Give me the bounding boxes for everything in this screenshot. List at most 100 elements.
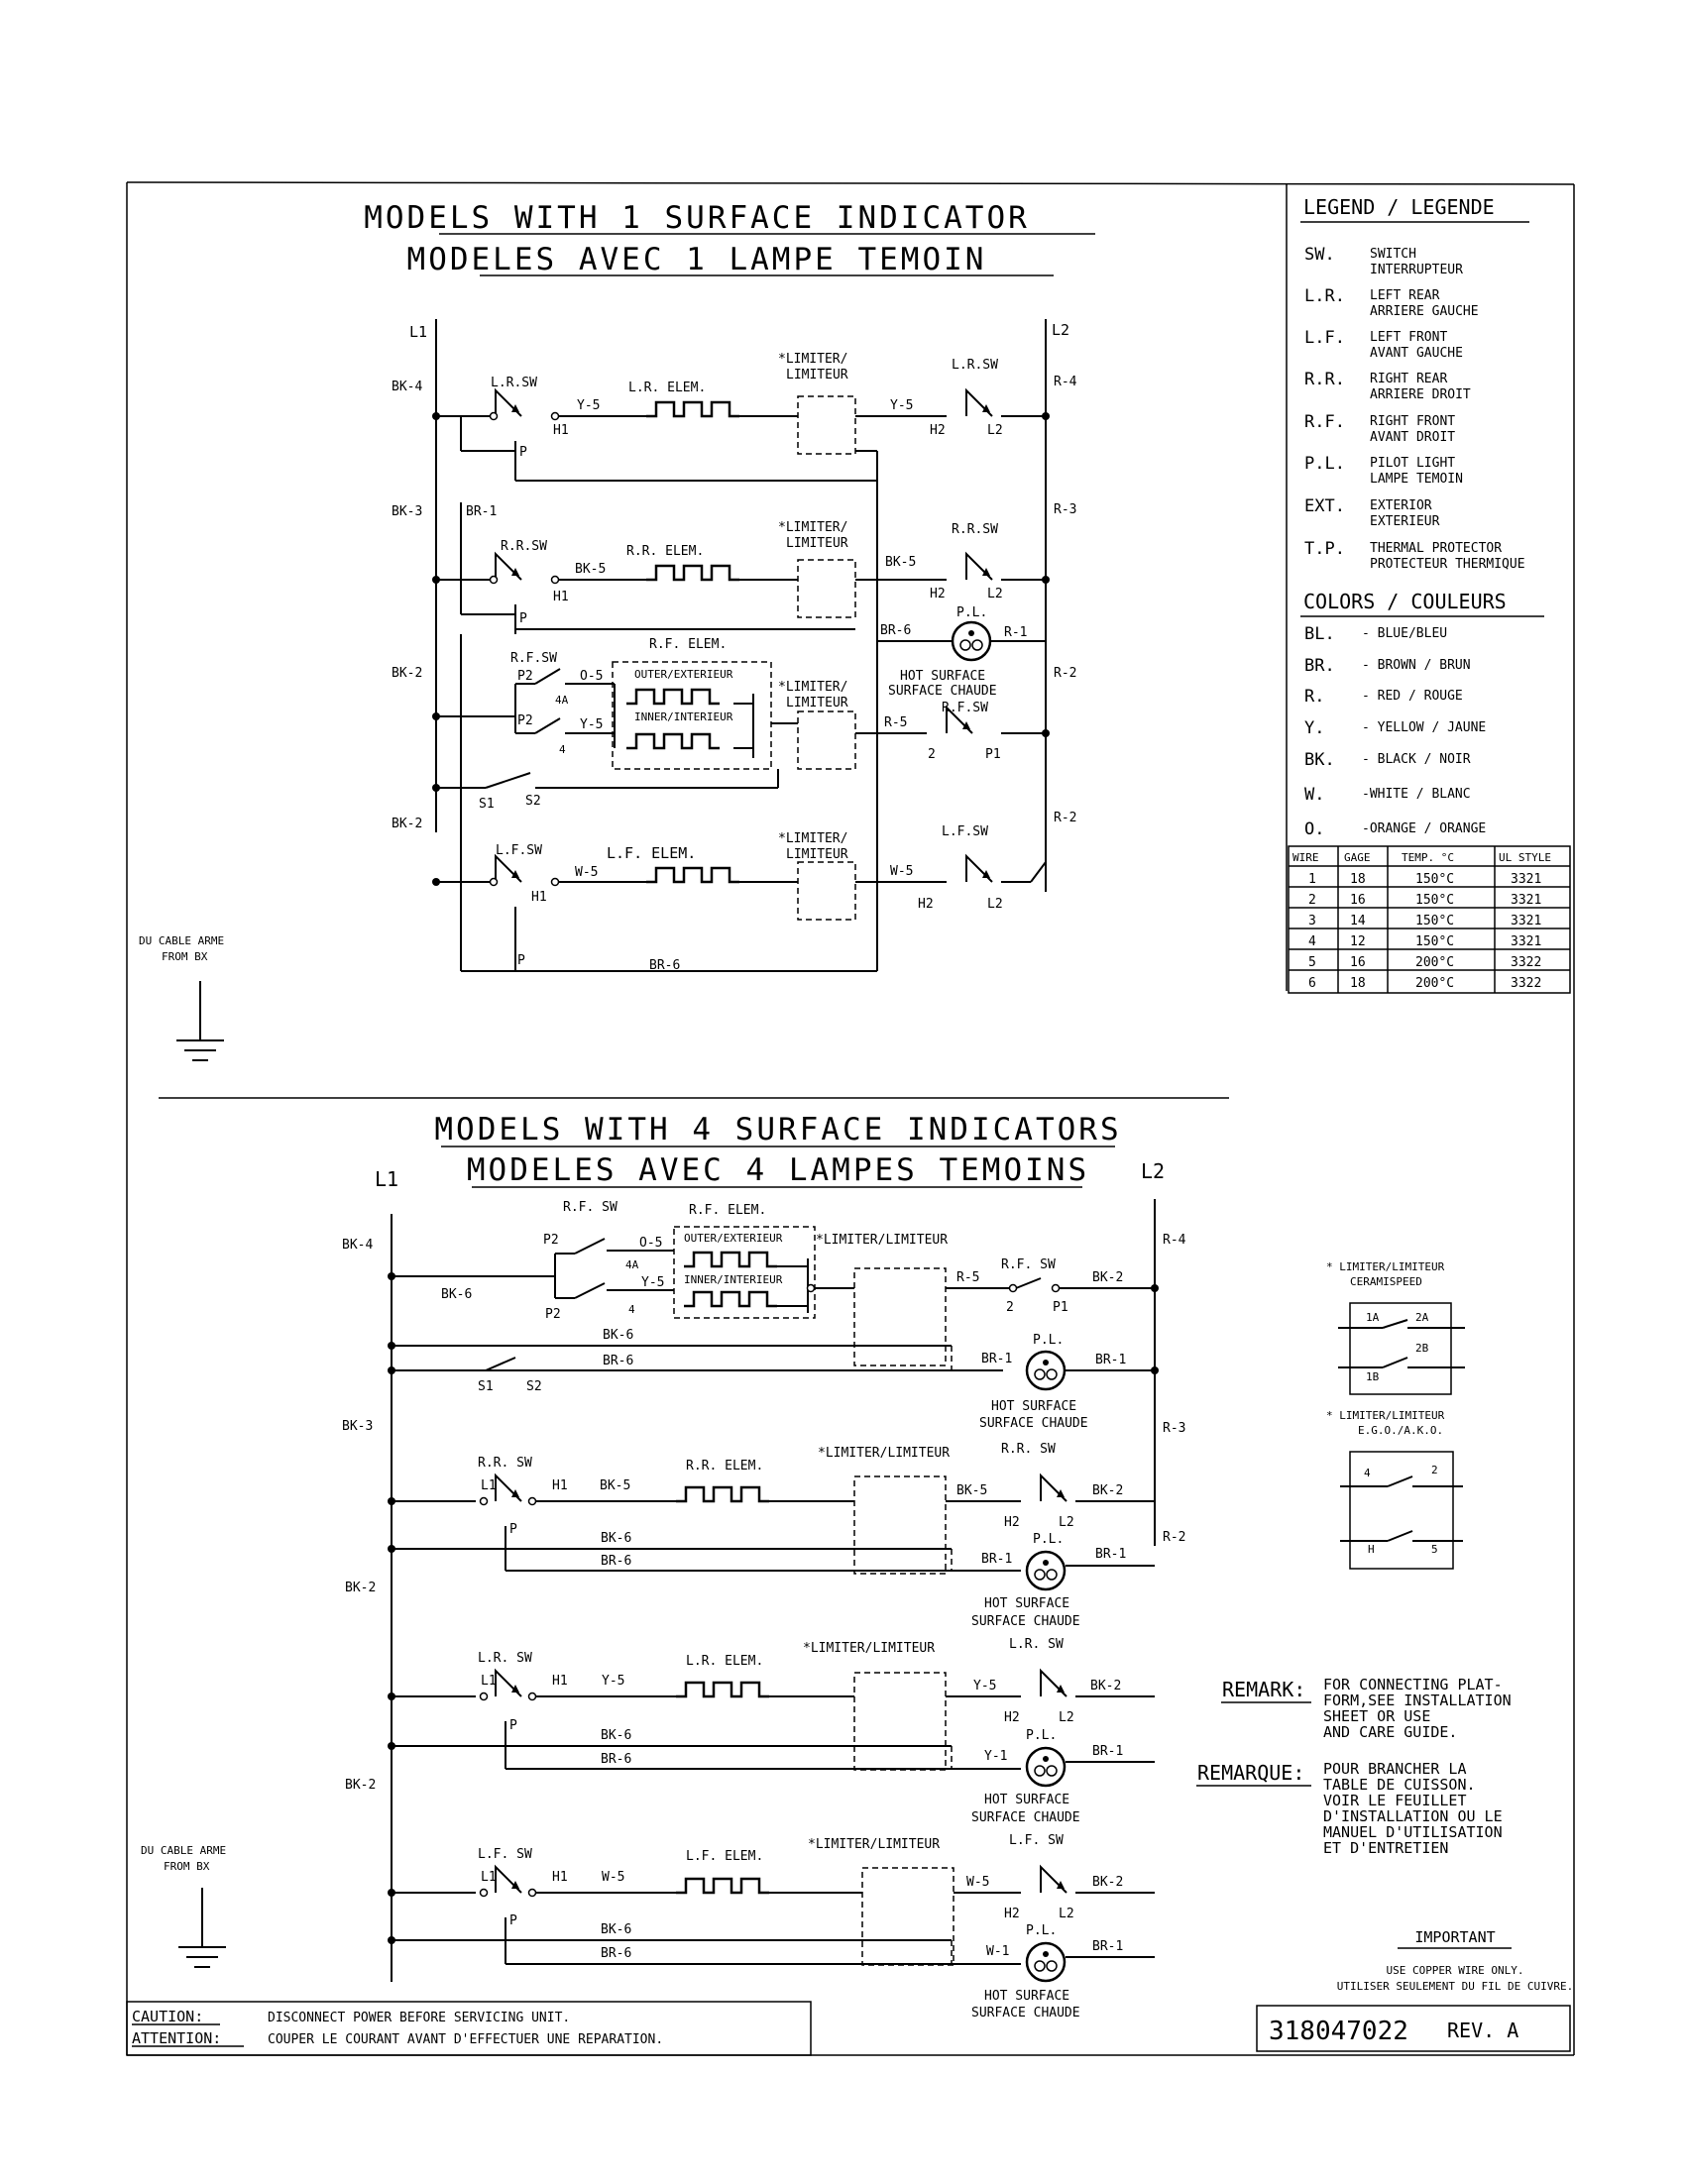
svg-text:L.R. SW: L.R. SW	[478, 1651, 532, 1666]
svg-text:BK-2: BK-2	[345, 1581, 376, 1595]
svg-text:BK-6: BK-6	[601, 1531, 631, 1546]
top-rf-limiter-1: *LIMITER/	[778, 680, 847, 695]
top-ground-2: FROM BX	[162, 950, 208, 963]
svg-text:BK-4: BK-4	[342, 1238, 373, 1253]
svg-text:S1: S1	[478, 1379, 494, 1394]
svg-text:BR-6: BR-6	[601, 1752, 631, 1767]
top-lr-wire-label: Y-5	[577, 398, 600, 413]
svg-text:O.: O.	[1304, 819, 1324, 839]
svg-text:OUTER/EXTERIEUR: OUTER/EXTERIEUR	[684, 1232, 783, 1245]
svg-text:VOIR LE FEUILLET: VOIR LE FEUILLET	[1323, 1792, 1467, 1809]
svg-text:BR-6: BR-6	[603, 1354, 633, 1368]
svg-text:3321: 3321	[1511, 934, 1541, 949]
svg-text:BK-2: BK-2	[1090, 1679, 1121, 1693]
svg-text:R.F. SW: R.F. SW	[1001, 1257, 1056, 1272]
svg-text:BR-1: BR-1	[1092, 1939, 1123, 1954]
top-lf-sw-label: L.F.SW	[496, 843, 542, 858]
svg-text:16: 16	[1350, 955, 1366, 970]
svg-text:BR-1: BR-1	[1095, 1547, 1126, 1562]
svg-text:ET D'ENTRETIEN: ET D'ENTRETIEN	[1323, 1839, 1448, 1857]
svg-text:EXTERIEUR: EXTERIEUR	[1370, 514, 1440, 529]
top-right-wire-1: R-4	[1054, 375, 1077, 389]
svg-text:- BLACK / NOIR: - BLACK / NOIR	[1362, 752, 1471, 767]
svg-text:SHEET OR USE: SHEET OR USE	[1323, 1707, 1430, 1725]
top-row-rf: OUTER/EXTERIEUR INNER/INTERIEUR R.F.SW R…	[432, 605, 1050, 770]
top-l1-label: L1	[409, 323, 427, 341]
svg-text:- BROWN / BRUN: - BROWN / BRUN	[1362, 658, 1471, 673]
svg-text:3321: 3321	[1511, 914, 1541, 928]
svg-text:P1: P1	[1053, 1300, 1068, 1315]
svg-text:EXT.: EXT.	[1304, 496, 1345, 516]
svg-text:H1: H1	[552, 1674, 568, 1689]
top-br1-label: BR-1	[466, 504, 497, 519]
svg-text:FROM BX: FROM BX	[164, 1860, 210, 1873]
top-lf-h1: H1	[531, 890, 547, 905]
svg-text:EXTERIOR: EXTERIOR	[1370, 498, 1432, 513]
svg-text:*LIMITER/LIMITEUR: *LIMITER/LIMITEUR	[816, 1233, 948, 1248]
top-lr-rwire: Y-5	[890, 398, 913, 413]
svg-text:*LIMITER/LIMITEUR: *LIMITER/LIMITEUR	[808, 1837, 940, 1852]
svg-text:2B: 2B	[1415, 1342, 1429, 1355]
svg-text:R.: R.	[1304, 687, 1324, 707]
svg-text:O-5: O-5	[639, 1236, 662, 1251]
svg-text:P2: P2	[543, 1233, 559, 1248]
top-rf-br6: BR-6	[880, 623, 911, 638]
svg-text:IMPORTANT: IMPORTANT	[1414, 1928, 1495, 1946]
svg-text:R.R. SW: R.R. SW	[478, 1456, 532, 1471]
svg-text:INTERRUPTEUR: INTERRUPTEUR	[1370, 263, 1463, 277]
bottom-row-rr: R.R. SW L1 H1 BK-5 R.R. ELEM. P *LIMITER…	[388, 1442, 1155, 1629]
svg-text:* LIMITER/LIMITEUR: * LIMITER/LIMITEUR	[1326, 1260, 1445, 1273]
top-rf-2: 2	[928, 747, 936, 762]
colors-list: BL. - BLUE/BLEU BR. - BROWN / BRUN R. - …	[1304, 624, 1486, 839]
top-left-wire-2: BK-3	[392, 504, 422, 519]
svg-text:R.R.: R.R.	[1304, 370, 1345, 389]
top-rr-limiter-2: LIMITEUR	[786, 536, 848, 551]
top-ground-1: DU CABLE ARME	[139, 934, 224, 947]
svg-text:REMARQUE:: REMARQUE:	[1197, 1761, 1304, 1785]
top-lf-h2: H2	[918, 897, 934, 912]
svg-text:LEFT FRONT: LEFT FRONT	[1370, 330, 1447, 345]
top-rf-p2a: P2	[517, 669, 533, 684]
wire-table-header-wire: WIRE	[1292, 851, 1319, 864]
svg-text:R-2: R-2	[1163, 1530, 1185, 1545]
bottom-l2-label: L2	[1141, 1159, 1165, 1183]
top-rr-wire-label: BK-5	[575, 562, 606, 577]
svg-text:R.F.: R.F.	[1304, 412, 1345, 432]
svg-text:R.F. ELEM.: R.F. ELEM.	[689, 1203, 766, 1218]
svg-text:H: H	[1368, 1543, 1375, 1556]
svg-text:H2: H2	[1004, 1907, 1020, 1921]
svg-text:BR-6: BR-6	[601, 1554, 631, 1569]
top-right-wire-3: R-2	[1054, 666, 1076, 681]
top-lr-sw-label: L.R.SW	[491, 376, 537, 390]
svg-text:4: 4	[1364, 1467, 1371, 1479]
top-rr-rsw: R.R.SW	[952, 522, 998, 537]
top-lf-elem-label: L.F. ELEM.	[607, 844, 696, 862]
top-lr-limiter-2: LIMITEUR	[786, 368, 848, 382]
legend-panel: LEGEND / LEGENDE SW. SWITCH INTERRUPTEUR…	[1288, 195, 1571, 994]
svg-text:BK-2: BK-2	[1092, 1875, 1123, 1890]
limiter-notes: * LIMITER/LIMITEUR CERAMISPEED 1A 2A 2B …	[1326, 1260, 1465, 1570]
bottom-l1-label: L1	[375, 1167, 398, 1191]
svg-text:LEFT REAR: LEFT REAR	[1370, 288, 1440, 303]
svg-text:-WHITE / BLANC: -WHITE / BLANC	[1362, 787, 1471, 802]
svg-text:S2: S2	[526, 1379, 542, 1394]
colors-title: COLORS / COULEURS	[1303, 590, 1507, 613]
svg-text:ARRIERE DROIT: ARRIERE DROIT	[1370, 387, 1471, 402]
svg-text:W.: W.	[1304, 785, 1324, 805]
svg-text:-ORANGE / ORANGE: -ORANGE / ORANGE	[1362, 821, 1486, 836]
svg-text:18: 18	[1350, 976, 1366, 991]
top-rf-4a: 4A	[555, 694, 569, 707]
top-title-en: MODELS WITH 1 SURFACE INDICATOR	[364, 200, 1030, 236]
svg-text:BR-6: BR-6	[601, 1946, 631, 1961]
top-rf-elem: R.F. ELEM.	[649, 637, 727, 652]
wire-table-header-temp: TEMP. °C	[1402, 851, 1454, 864]
svg-text:L.F. SW: L.F. SW	[478, 1847, 532, 1862]
top-l2-label: L2	[1052, 321, 1069, 339]
svg-text:18: 18	[1350, 872, 1366, 887]
svg-text:2: 2	[1308, 893, 1316, 908]
wire-table-header-gage: GAGE	[1344, 851, 1371, 864]
svg-text:RIGHT REAR: RIGHT REAR	[1370, 372, 1447, 386]
top-right-wire-2: R-3	[1054, 502, 1076, 517]
svg-text:SW.: SW.	[1304, 245, 1335, 265]
svg-text:P.L.: P.L.	[1026, 1923, 1057, 1938]
